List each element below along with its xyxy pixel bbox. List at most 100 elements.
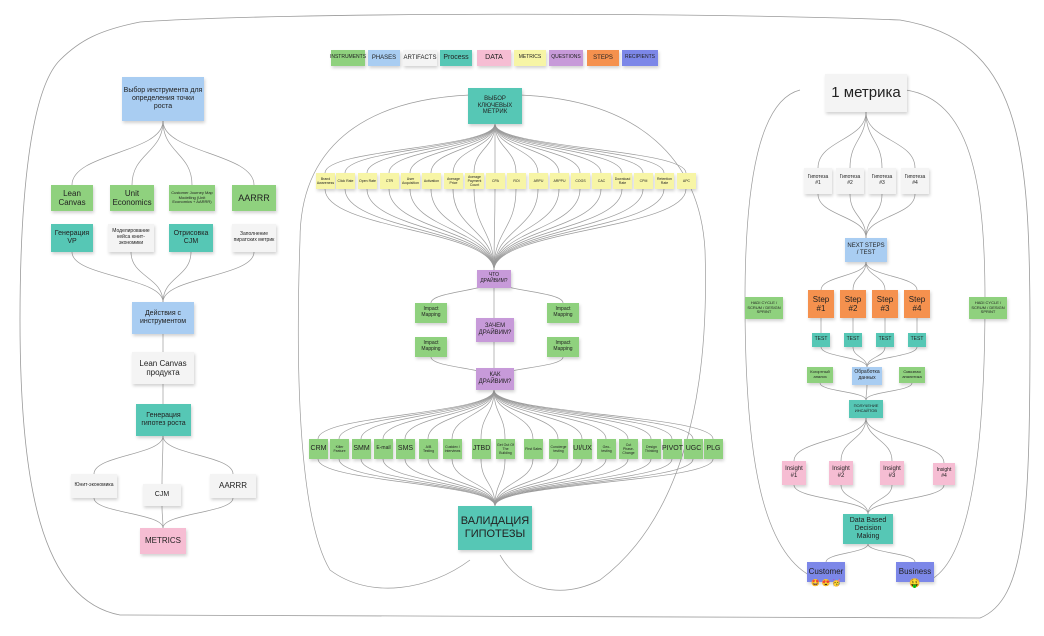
- node-pirate-metrics: Заполнение пиратских метрик: [232, 224, 276, 252]
- node-test-2: TEST: [844, 333, 862, 347]
- node-next-steps: NEXT STEPS / TEST: [845, 238, 887, 262]
- node-impact-mapping-1: Impact Mapping: [415, 303, 447, 323]
- instrument-item: Killer Feature: [330, 439, 349, 459]
- node-hypothesis-4: Гипотеза #4: [901, 168, 929, 194]
- instrument-item: Design Thinking: [642, 439, 661, 459]
- metric-item: Open Rate: [358, 173, 377, 189]
- node-hypothesis-1: Гипотеза #1: [804, 168, 832, 194]
- node-cjm-item: CJM: [143, 484, 181, 506]
- metric-item: Download Rate: [613, 173, 632, 189]
- instrument-item: SMS: [396, 439, 415, 459]
- instrument-item: SMM: [352, 439, 371, 459]
- metric-item: CPM: [634, 173, 653, 189]
- metric-item: Average Price: [444, 173, 463, 189]
- node-step-1: Step #1: [808, 290, 834, 318]
- instrument-item: UI/UX: [573, 439, 592, 459]
- node-hadi-right: HADI CYCLE / SCRUM / DESIGN SPRINT: [969, 297, 1007, 319]
- legend-artifacts: ARTIFACTS: [403, 50, 437, 66]
- node-insight-1: Insight #1: [782, 461, 806, 485]
- legend-data: DATA: [477, 50, 511, 66]
- instrument-item: Get Out Of The Building: [496, 439, 515, 459]
- instrument-item: JTBD: [472, 439, 491, 459]
- instrument-item: Cut Phase-Change: [619, 439, 638, 459]
- node-hypothesis-3: Гипотеза #3: [868, 168, 896, 194]
- node-why-drives: ЗАЧЕМ ДРАЙВИМ?: [476, 318, 514, 342]
- node-choose-metrics: ВЫБОР КЛЮЧЕВЫХ МЕТРИК: [468, 88, 522, 124]
- metric-item: CTR: [380, 173, 399, 189]
- metric-item: Average Payment Count: [465, 173, 484, 189]
- node-tool-actions: Действия с инструментом: [132, 302, 194, 334]
- customer-emoji: 🤩 😍 🥳: [810, 579, 842, 587]
- node-metrics: METRICS: [140, 528, 186, 554]
- node-insight-4: Insight #4: [933, 463, 955, 485]
- instrument-item: A/B Testing: [419, 439, 438, 459]
- node-business: Business: [896, 562, 934, 582]
- node-one-metric: 1 метрика: [825, 74, 907, 112]
- metric-item: CPA: [486, 173, 505, 189]
- node-unit-modelling: Моделирование кейса юнит-экономики: [108, 224, 154, 252]
- legend-process: Process: [440, 50, 472, 66]
- node-impact-mapping-2: Impact Mapping: [547, 303, 579, 323]
- node-step-2: Step #2: [840, 290, 866, 318]
- business-emoji: 🤑: [909, 577, 921, 588]
- node-step-3: Step #3: [872, 290, 898, 318]
- legend-metrics: METRICS: [514, 50, 546, 66]
- node-insight-2: Insight #2: [829, 461, 853, 485]
- node-lean-product: Lean Canvas продукта: [132, 352, 194, 384]
- metric-item: APC: [677, 173, 696, 189]
- node-insight-3: Insight #3: [880, 461, 904, 485]
- instrument-item: PIVOT: [662, 439, 683, 459]
- metric-item: Activation: [422, 173, 441, 189]
- node-how-drives: КАК ДРАЙВИМ?: [476, 368, 514, 390]
- instrument-item: First Sales: [524, 439, 543, 459]
- node-get-insights: ПОЛУЧЕНИЕ ИНСАЙТОВ: [849, 400, 883, 418]
- node-unit-economics: Unit Economics: [110, 185, 154, 211]
- node-end-to-end-analytics: Сквозная аналитика: [899, 367, 925, 383]
- metric-item: Retention Rate: [655, 173, 674, 189]
- metric-item: CAC: [592, 173, 611, 189]
- metric-item: Brand Awareness: [316, 173, 335, 189]
- instrument-item: PLG: [704, 439, 723, 459]
- node-lean-canvas: Lean Canvas: [51, 185, 93, 211]
- metric-item: Click Rate: [336, 173, 355, 189]
- instrument-item: E-mail: [374, 439, 393, 459]
- node-hypothesis-2: Гипотеза #2: [836, 168, 864, 194]
- instrument-item: Geo-testing: [597, 439, 616, 459]
- node-aarrr-item: AARRR: [210, 474, 256, 498]
- node-cohort-analysis: Когортный анализ: [807, 367, 833, 383]
- node-customer: Customer: [807, 562, 845, 582]
- node-test-1: TEST: [812, 333, 830, 347]
- node-hypothesis-validation: ВАЛИДАЦИЯ ГИПОТЕЗЫ: [458, 506, 532, 550]
- node-hadi-left: HADI CYCLE / SCRUM / DESIGN SPRINT: [745, 297, 783, 319]
- node-test-4: TEST: [908, 333, 926, 347]
- instrument-item: CRM: [309, 439, 328, 459]
- metric-item: COGS: [571, 173, 590, 189]
- legend-steps: STEPS: [587, 50, 619, 66]
- node-hypothesis-generation: Генерация гипотез роста: [136, 404, 191, 436]
- node-vp-generation: Генерация VP: [51, 224, 93, 252]
- metric-item: ARPPU: [550, 173, 569, 189]
- node-step-4: Step #4: [904, 290, 930, 318]
- node-choose-tool: Выбор инструмента для определения точки …: [122, 77, 204, 121]
- node-cjm-drawing: Отрисовка CJM: [169, 224, 213, 252]
- metric-item: User Acquisition: [401, 173, 420, 189]
- legend-recipients: RECIPIENTS: [622, 50, 658, 66]
- legend-instruments: INSTRUMENTS: [330, 50, 366, 66]
- instrument-item: UGC: [684, 439, 703, 459]
- node-cjm-modelling: Customer Journey Map Modelling (Unit Eco…: [169, 185, 215, 211]
- metric-item: ARPU: [529, 173, 548, 189]
- node-impact-mapping-3: Impact Mapping: [415, 337, 447, 357]
- node-impact-mapping-4: Impact Mapping: [547, 337, 579, 357]
- node-data-processing: Обработка данных: [852, 367, 882, 385]
- node-data-based-decision-making: Data Based Decision Making: [843, 514, 893, 544]
- legend-questions: QUESTIONS: [549, 50, 583, 66]
- node-unit-economics-item: Юнит-экономика: [71, 474, 117, 498]
- node-aarrr-tool: AARRR: [232, 185, 276, 211]
- legend-phases: PHASES: [368, 50, 400, 66]
- node-what-drives: ЧТО ДРАЙВИМ?: [477, 270, 511, 288]
- instrument-item: Concierge testing: [549, 439, 568, 459]
- node-test-3: TEST: [876, 333, 894, 347]
- instrument-item: Custdev / Interviews: [443, 439, 462, 459]
- metric-item: ROI: [507, 173, 526, 189]
